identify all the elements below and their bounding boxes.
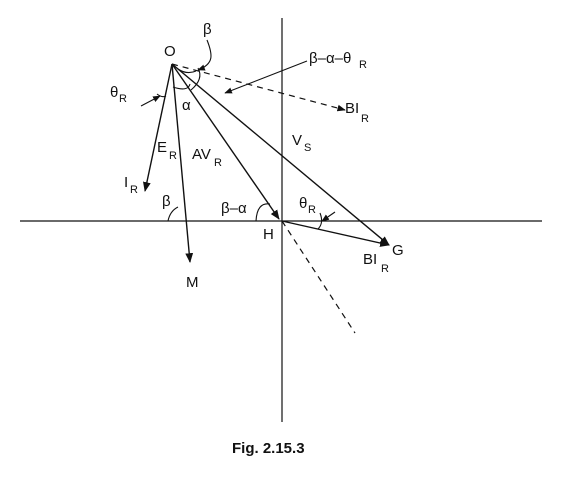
er-phasor (171, 63, 194, 263)
avr-label: AV (192, 146, 211, 163)
beta-minus-alpha-label: β–α (221, 200, 247, 217)
alpha-label: α (182, 97, 191, 114)
point-o-label: O (164, 43, 176, 60)
avr-phasor (171, 63, 280, 220)
dashed-extension-from-h (281, 220, 356, 334)
beta-alpha-theta-label: β–α–θ (309, 50, 351, 67)
vs-label: V (292, 132, 302, 149)
bir-phasor-h-to-g (281, 220, 390, 247)
bir-dashed-subscript: R (361, 113, 369, 125)
vs-phasor (171, 63, 390, 246)
beta-alpha-theta-leader (224, 60, 308, 94)
vs-subscript: S (304, 142, 311, 154)
theta-left-subscript: R (119, 93, 127, 105)
beta-lower-label: β (162, 193, 171, 210)
bir-lower-label: BI (363, 251, 377, 268)
beta-alpha-theta-subscript: R (359, 59, 367, 71)
beta-top-leader (197, 39, 212, 71)
bir-dashed-label: BI (345, 100, 359, 117)
figure-caption: Fig. 2.15.3 (232, 440, 305, 457)
theta-right-label: θ (299, 195, 307, 212)
point-h-label: H (263, 226, 274, 243)
er-label: E (157, 139, 167, 156)
point-m-label: M (186, 274, 199, 291)
ir-label: I (124, 174, 128, 191)
beta-top-label: β (203, 21, 212, 38)
theta-left-leader (140, 95, 161, 107)
bir-dashed-phasor (171, 63, 346, 112)
theta-right-leader (321, 211, 336, 222)
avr-subscript: R (214, 157, 222, 169)
point-g-label: G (392, 242, 404, 259)
ir-phasor (142, 63, 173, 192)
beta-minus-alpha-arc (255, 203, 271, 222)
er-subscript: R (169, 150, 177, 162)
beta-top-arc (177, 68, 197, 74)
theta-right-subscript: R (308, 204, 316, 216)
theta-left-arc (156, 93, 167, 98)
theta-right-arc (317, 212, 323, 230)
theta-left-label: θ (110, 84, 118, 101)
bir-lower-subscript: R (381, 263, 389, 275)
ir-subscript: R (130, 184, 138, 196)
alpha-arc (172, 83, 191, 90)
beta-lower-arc (167, 206, 179, 222)
